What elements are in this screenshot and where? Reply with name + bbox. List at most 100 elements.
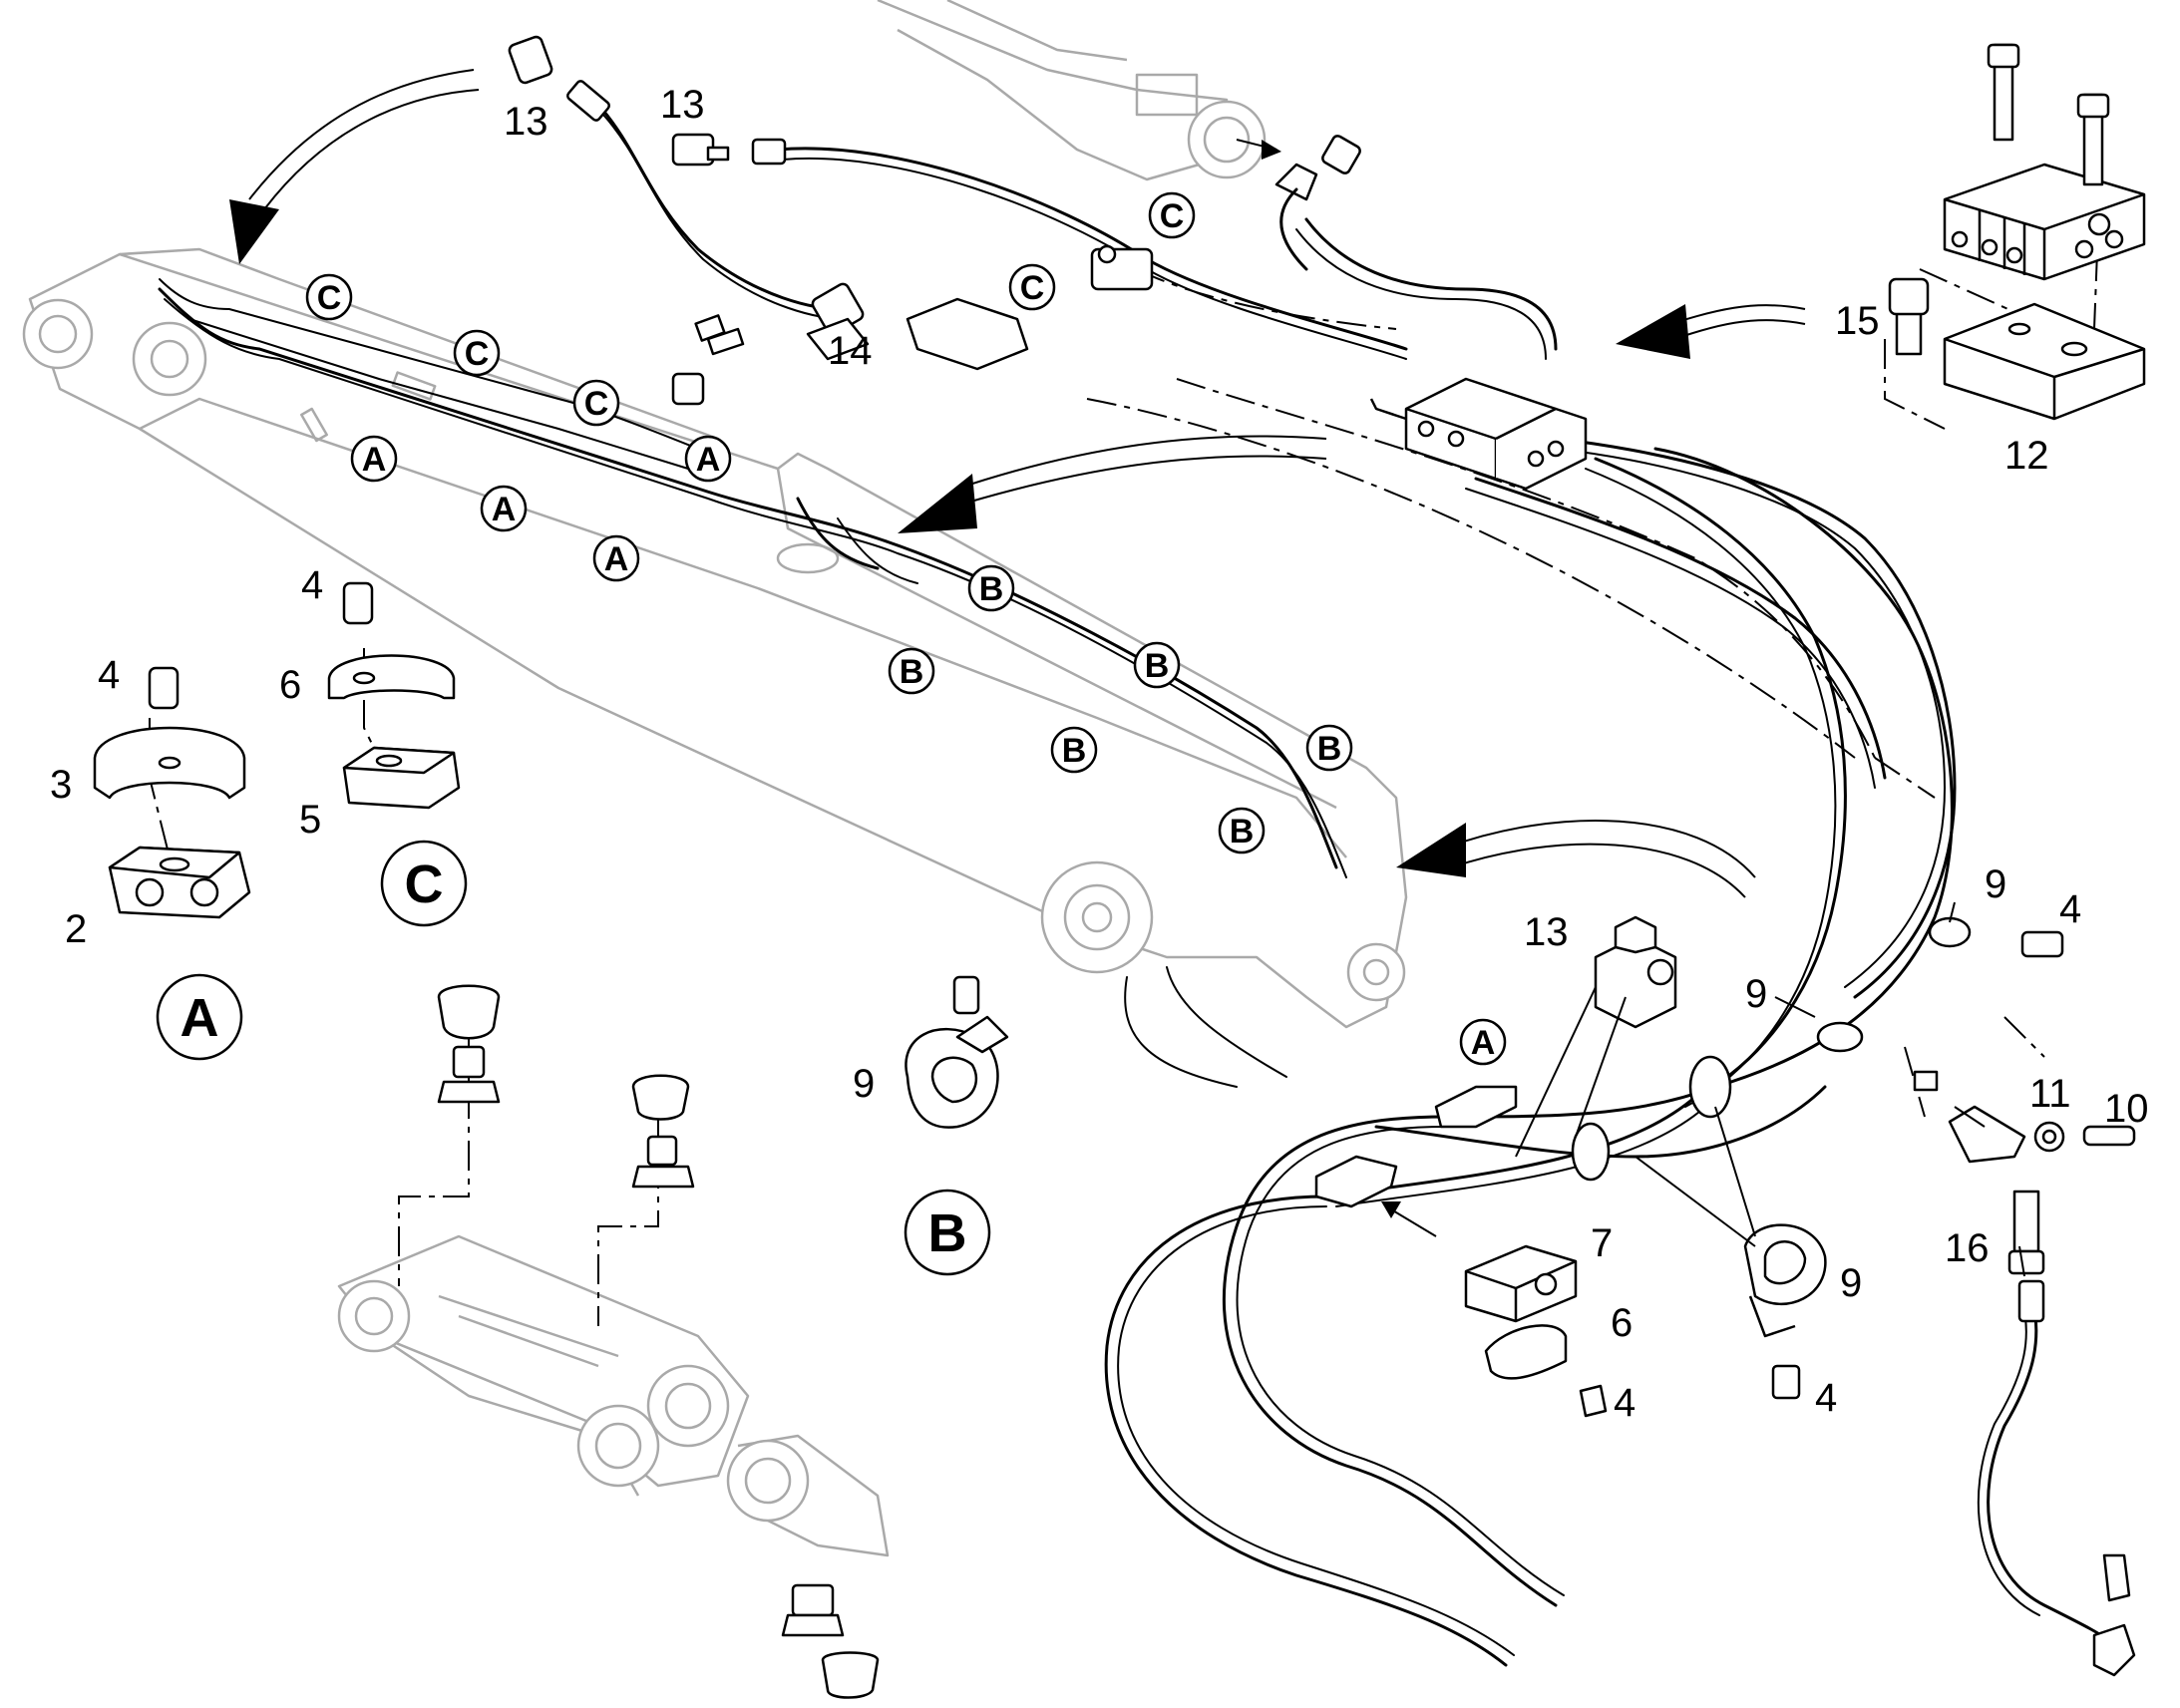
marker-b-4: B — [1050, 726, 1098, 774]
part-numbers: 13 13 14 15 12 4 3 2 4 6 5 9 13 9 4 9 11… — [50, 83, 2149, 1425]
upper-boom-ghost — [877, 0, 1267, 181]
part-number-6: 6 — [279, 663, 301, 707]
detail-labels: A C B — [156, 840, 991, 1276]
svg-text:A: A — [696, 441, 721, 479]
right-lube-line — [1977, 1284, 2116, 1647]
marker-a-1: A — [350, 435, 398, 483]
svg-text:B: B — [979, 570, 1004, 608]
leader-lines — [1515, 901, 2025, 1277]
fitting-top-right-elbow — [1274, 135, 1361, 271]
marker-a-3: A — [592, 534, 640, 582]
part-number-13: 13 — [1524, 910, 1569, 954]
detail-a-clamp — [93, 666, 251, 919]
marker-c-5: C — [1008, 263, 1056, 311]
part-number-9: 9 — [853, 1062, 875, 1106]
arrow-head-4 — [1396, 823, 1466, 877]
part-number-9: 9 — [1745, 972, 1767, 1016]
marker-c-3: C — [572, 379, 620, 427]
detail-label-c: C — [380, 840, 468, 927]
part-number-7: 7 — [1591, 1221, 1613, 1265]
distributor-12-assembly — [1943, 43, 2146, 421]
part-number-13: 13 — [504, 100, 548, 144]
cylinder-eye-ghost — [726, 1434, 890, 1557]
svg-text:B: B — [1145, 647, 1170, 685]
clamp-c-positions — [906, 244, 1154, 371]
marker-a-2: A — [480, 485, 528, 532]
detail-b-clamp — [905, 975, 1009, 1129]
part-number-9: 9 — [1985, 862, 2006, 906]
svg-text:A: A — [181, 988, 219, 1048]
svg-text:C: C — [1160, 197, 1185, 235]
svg-text:C: C — [465, 335, 490, 373]
grease-nipples — [437, 984, 880, 1699]
svg-text:B: B — [1317, 730, 1342, 768]
part-number-15: 15 — [1835, 299, 1880, 343]
marker-b-2: B — [888, 647, 935, 695]
part-number-4: 4 — [2059, 887, 2081, 931]
part-number-14: 14 — [828, 329, 873, 373]
link-bracket-ghost — [337, 1234, 750, 1497]
top-feed-hoses — [596, 103, 1558, 360]
part-number-11: 11 — [2029, 1072, 2071, 1116]
marker-a-5: A — [1459, 1018, 1507, 1066]
svg-text:A: A — [362, 441, 387, 479]
part-number-4: 4 — [1614, 1381, 1635, 1425]
distributor-outlet-hoses — [1465, 437, 1957, 1108]
marker-b-6: B — [1218, 807, 1266, 854]
marker-b-5: B — [1305, 724, 1353, 772]
curved-arrows — [229, 69, 1806, 1237]
part-number-4: 4 — [1815, 1376, 1837, 1420]
part-number-9: 9 — [1840, 1261, 1862, 1305]
part-number-5: 5 — [299, 798, 321, 842]
part-number-4: 4 — [301, 563, 323, 607]
marker-c-1: C — [305, 273, 353, 321]
marker-b-1: B — [967, 564, 1015, 612]
part-number-16: 16 — [1945, 1226, 1990, 1270]
marker-b-3: B — [1133, 641, 1181, 689]
clamp-markers: C C C C C A A A A A B B B B B B — [305, 191, 1507, 1066]
detail-c-clamp — [327, 581, 461, 810]
arrow-head-2 — [898, 474, 977, 533]
detail-label-b: B — [904, 1189, 991, 1276]
bolt-15 — [1888, 277, 1930, 356]
part-number-12: 12 — [2004, 434, 2049, 478]
detail-clamp-7-6-4 — [1464, 1244, 1608, 1418]
detail-clamp-9-right — [1743, 1223, 1827, 1400]
arrow-head-3 — [1616, 304, 1690, 359]
part-number-2: 2 — [65, 907, 87, 951]
fittings-top-left — [508, 35, 870, 406]
svg-text:A: A — [1471, 1024, 1496, 1062]
part-number-4: 4 — [98, 653, 120, 697]
right-small-parts — [1913, 1070, 2136, 1677]
lower-hose-clamps — [1314, 916, 1972, 1208]
arrow-head-1 — [229, 199, 279, 264]
svg-text:A: A — [604, 540, 629, 578]
marker-a-4: A — [684, 435, 732, 483]
svg-text:C: C — [1020, 269, 1045, 307]
svg-text:A: A — [492, 491, 517, 528]
arrow-head-6 — [1381, 1201, 1401, 1218]
svg-text:B: B — [1062, 732, 1087, 770]
part-number-3: 3 — [50, 763, 72, 807]
marker-c-2: C — [453, 329, 501, 377]
boom-tail-hoses — [1124, 966, 1287, 1088]
arrow-head-5 — [1262, 140, 1281, 160]
svg-text:C: C — [317, 279, 342, 317]
lower-long-hoses — [1104, 1085, 1827, 1667]
part-number-6: 6 — [1611, 1301, 1633, 1345]
fitting-13-right — [1594, 915, 1677, 1029]
svg-text:C: C — [405, 854, 444, 914]
svg-text:B: B — [928, 1203, 967, 1263]
boom-hose-run — [158, 278, 1347, 878]
part-number-13: 13 — [660, 83, 705, 127]
svg-text:B: B — [900, 653, 924, 691]
svg-text:B: B — [1230, 813, 1255, 851]
boom-arm-ghost — [22, 247, 1408, 1029]
detail-label-a: A — [156, 973, 243, 1061]
part-number-10: 10 — [2104, 1087, 2149, 1131]
marker-c-4: C — [1148, 191, 1196, 239]
main-distributor-block — [1369, 377, 1588, 491]
clamp-9-top-right — [2020, 930, 2064, 958]
svg-text:C: C — [584, 385, 609, 423]
